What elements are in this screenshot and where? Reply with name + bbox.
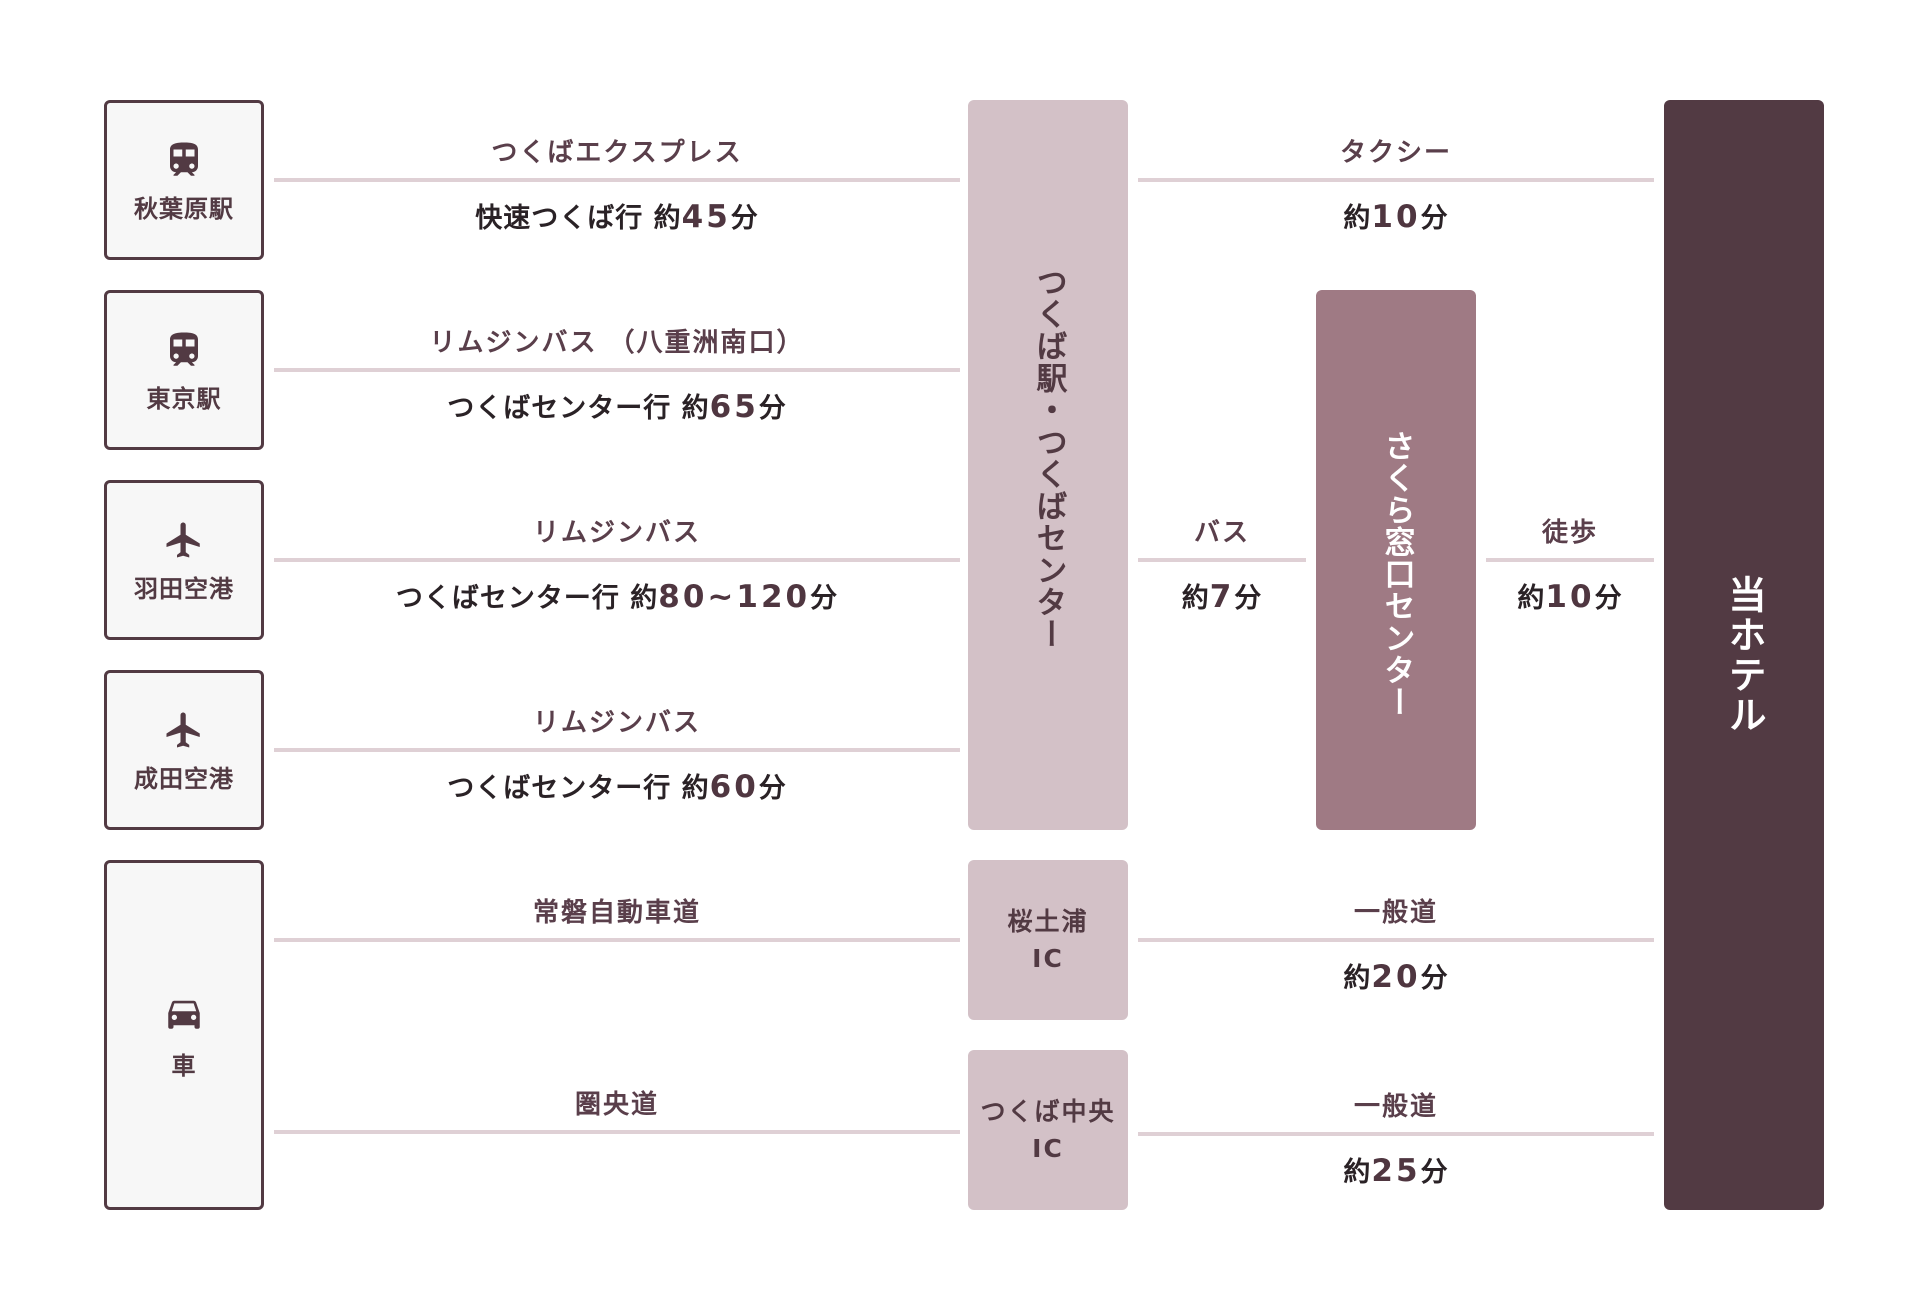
walk-label: 徒歩	[1541, 518, 1598, 548]
origin-name: 車	[171, 1052, 197, 1080]
route-duration: つくばセンター行 約60分	[274, 772, 960, 803]
duration-number: 20	[1371, 959, 1421, 995]
expressway-label: 常磐自動車道	[532, 898, 701, 928]
route-line	[274, 368, 960, 372]
sakura-center-label: さくら窓口センター	[1378, 430, 1415, 718]
local-road-label: 一般道	[1353, 1092, 1438, 1122]
local-road-line	[1138, 938, 1654, 942]
duration-prefix: 約	[1343, 1157, 1372, 1188]
origin-car: 車	[104, 860, 264, 1210]
route-label: リムジンバス （八重洲南口）	[429, 328, 805, 358]
duration-number: 10	[1371, 199, 1421, 235]
taxi-line	[1138, 178, 1654, 182]
duration-number: 10	[1545, 579, 1595, 615]
origin-akihabara: 秋葉原駅	[104, 100, 264, 260]
duration-suffix: 分	[810, 583, 839, 614]
duration-prefix: 約	[1517, 583, 1546, 614]
route-label: リムジンバス	[532, 708, 701, 738]
origin-haneda: 羽田空港	[104, 480, 264, 640]
route-line	[274, 748, 960, 752]
airplane-icon	[166, 712, 200, 748]
tsukuba-station-hub: つくば駅・つくばセンター	[968, 100, 1128, 830]
origin-narita: 成田空港	[104, 670, 264, 830]
duration-number: 25	[1371, 1153, 1421, 1189]
duration-prefix: つくばセンター行 約	[395, 583, 659, 614]
sakura-tsuchiura-ic: 桜土浦 IC	[968, 860, 1128, 1020]
expressway-label: 圏央道	[574, 1090, 659, 1120]
origin-name: 成田空港	[134, 765, 234, 793]
duration-number: 80~120	[658, 579, 811, 615]
duration-number: 7	[1209, 579, 1235, 615]
duration-prefix: つくばセンター行 約	[447, 773, 710, 804]
origin-name: 秋葉原駅	[134, 195, 234, 223]
train-icon	[170, 142, 198, 176]
route-line	[274, 178, 960, 182]
hotel-destination: 当ホテル	[1664, 100, 1824, 1210]
ic-name: つくば中央	[980, 1097, 1116, 1126]
tsukuba-station-label: つくば駅・つくばセンター	[1030, 266, 1067, 650]
local-road-duration: 約20分	[1138, 962, 1654, 993]
route-duration: つくばセンター行 約65分	[274, 392, 960, 423]
duration-suffix: 分	[1420, 963, 1449, 994]
duration-number: 45	[681, 199, 731, 235]
bus-line	[1138, 558, 1306, 562]
ic-suffix: IC	[1032, 1134, 1064, 1163]
expressway-line	[274, 938, 960, 942]
hotel-label: 当ホテル	[1722, 575, 1766, 735]
duration-suffix: 分	[730, 203, 759, 234]
expressway-line	[274, 1130, 960, 1134]
route-line	[274, 558, 960, 562]
duration-prefix: 快速つくば行 約	[475, 203, 682, 234]
origin-name: 羽田空港	[134, 575, 234, 603]
duration-suffix: 分	[1594, 583, 1623, 614]
duration-suffix: 分	[1420, 1157, 1449, 1188]
walk-line	[1486, 558, 1654, 562]
bus-duration: 約7分	[1138, 582, 1306, 613]
ic-name: 桜土浦	[1007, 907, 1089, 936]
route-label: リムジンバス	[532, 518, 701, 548]
duration-prefix: 約	[1343, 963, 1372, 994]
route-duration: つくばセンター行 約80~120分	[274, 582, 960, 613]
airplane-icon	[166, 522, 200, 558]
duration-number: 60	[709, 769, 759, 805]
duration-suffix: 分	[758, 393, 787, 424]
origin-name: 東京駅	[146, 385, 222, 413]
local-road-label: 一般道	[1353, 898, 1438, 928]
origin-tokyo: 東京駅	[104, 290, 264, 450]
sakura-center-hub: さくら窓口センター	[1316, 290, 1476, 830]
duration-suffix: 分	[1420, 203, 1449, 234]
ic-suffix: IC	[1032, 944, 1064, 973]
tsukuba-chuo-ic: つくば中央 IC	[968, 1050, 1128, 1210]
local-road-duration: 約25分	[1138, 1156, 1654, 1187]
duration-number: 65	[709, 389, 759, 425]
taxi-duration: 約10分	[1138, 202, 1654, 233]
duration-suffix: 分	[758, 773, 787, 804]
walk-duration: 約10分	[1486, 582, 1654, 613]
duration-prefix: 約	[1343, 203, 1372, 234]
taxi-label: タクシー	[1339, 138, 1452, 168]
route-label: つくばエクスプレス	[491, 138, 743, 168]
train-icon	[170, 332, 198, 366]
duration-suffix: 分	[1234, 583, 1263, 614]
bus-label: バス	[1193, 518, 1250, 548]
local-road-line	[1138, 1132, 1654, 1136]
duration-prefix: つくばセンター行 約	[447, 393, 710, 424]
route-duration: 快速つくば行 約45分	[274, 202, 960, 233]
duration-prefix: 約	[1181, 583, 1210, 614]
car-icon	[168, 1000, 200, 1029]
